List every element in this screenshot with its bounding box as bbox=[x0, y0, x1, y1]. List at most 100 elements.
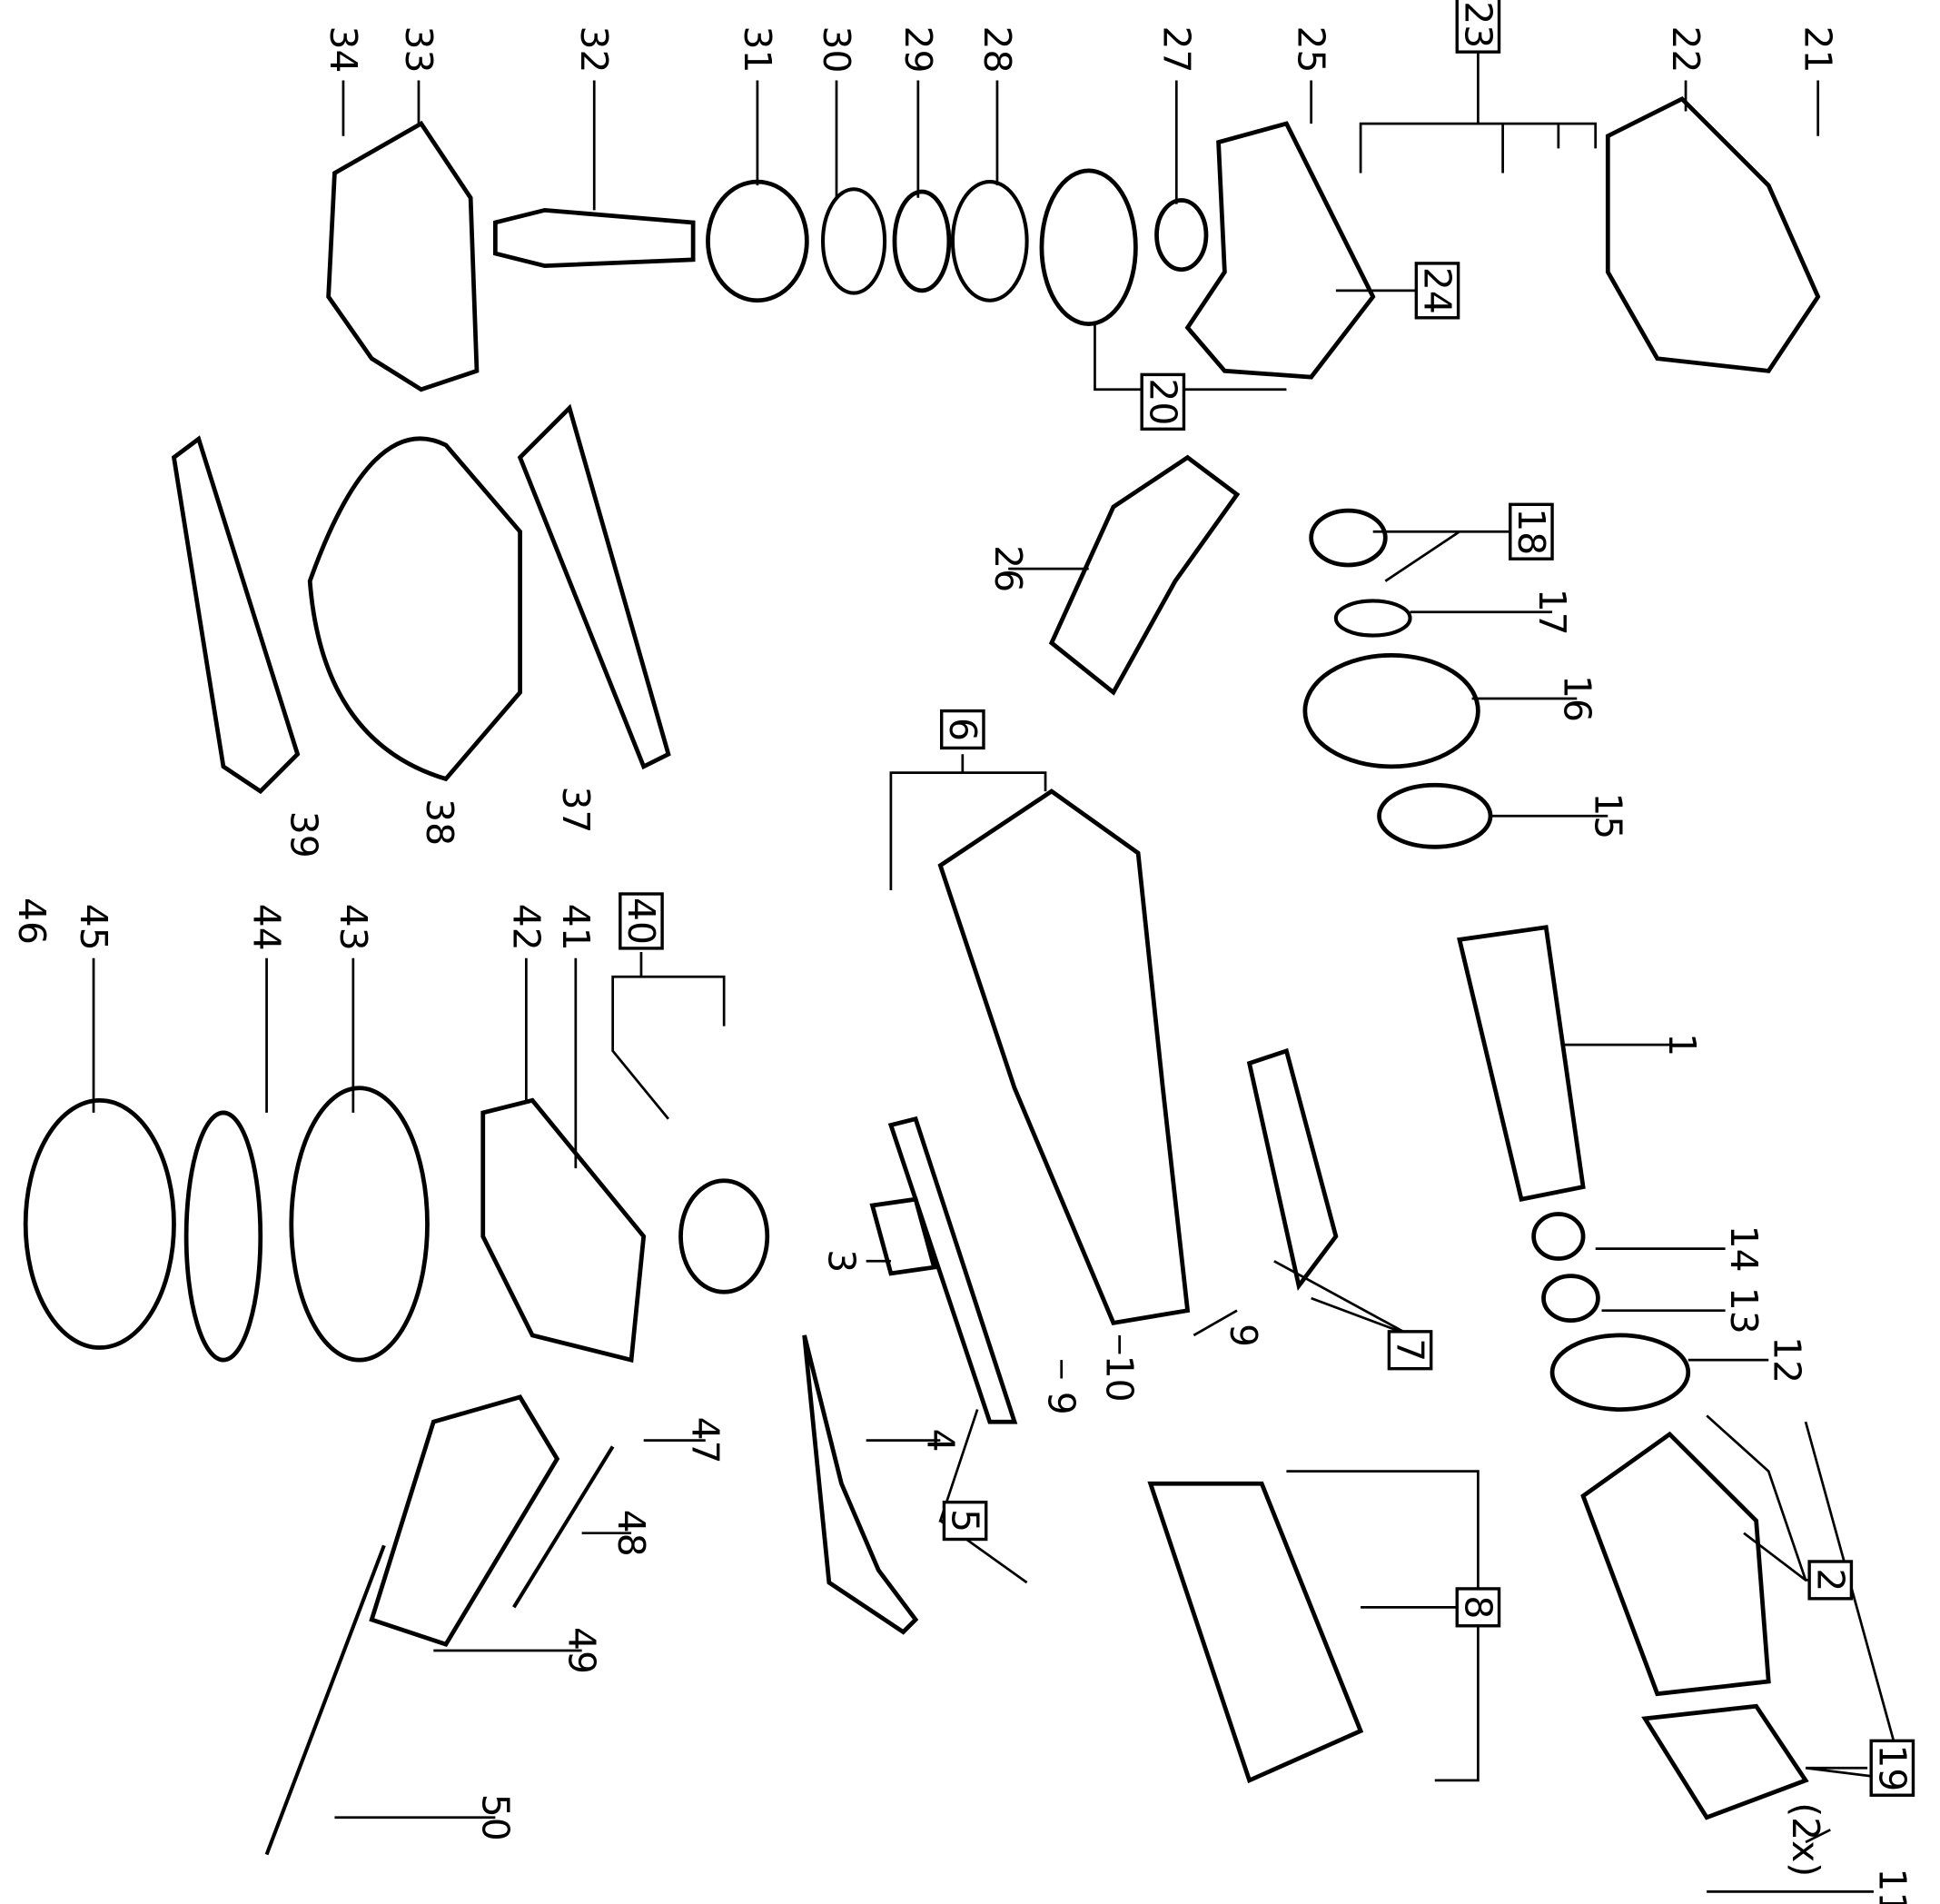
part-32-spindle bbox=[492, 207, 696, 269]
part-24-gear-housing bbox=[1184, 121, 1376, 380]
part-37-wrench bbox=[517, 403, 671, 770]
boxed-callout: 20 bbox=[1140, 372, 1186, 431]
callout: 38 bbox=[418, 798, 461, 846]
part-18-bearing bbox=[1309, 508, 1388, 568]
boxed-callout: 23 bbox=[1455, 0, 1501, 54]
callout-box bbox=[1455, 0, 1501, 54]
callout-number: 42 bbox=[504, 904, 548, 951]
callout-number: 30 bbox=[815, 25, 858, 73]
callout: 28 bbox=[975, 25, 1019, 73]
part-42-hood bbox=[480, 1097, 647, 1364]
part-43-guard-ring bbox=[289, 1086, 430, 1363]
part-20-bevel-gear bbox=[1039, 168, 1138, 326]
callout: 39 bbox=[282, 811, 325, 858]
callout-box bbox=[1414, 262, 1460, 320]
callout-number: 49 bbox=[560, 1627, 604, 1674]
boxed-callout: 5 bbox=[942, 1500, 988, 1542]
boxed-callout: 7 bbox=[1387, 1330, 1433, 1371]
callout: 33 bbox=[397, 25, 440, 73]
callout: 1 bbox=[1660, 1033, 1704, 1056]
part-14-bearing bbox=[1531, 1212, 1586, 1261]
part-41-ring bbox=[678, 1178, 770, 1294]
part-15-fan bbox=[1377, 782, 1493, 849]
boxed-callout: 8 bbox=[1455, 1587, 1501, 1628]
callout-number: 47 bbox=[684, 1417, 728, 1464]
callout-box bbox=[1807, 1560, 1854, 1601]
callout: (2x) bbox=[1784, 1802, 1827, 1877]
part-27-bearing bbox=[1154, 198, 1209, 273]
callout: 49 bbox=[560, 1627, 604, 1674]
part-8-motor-housing bbox=[1147, 1481, 1364, 1784]
part-33-flange bbox=[326, 120, 480, 392]
callout: 34 bbox=[322, 25, 365, 73]
callout-number: 31 bbox=[736, 25, 779, 73]
callout-number: 6 bbox=[941, 718, 985, 741]
callout-number: 33 bbox=[397, 25, 440, 73]
callout-number: 7 bbox=[1389, 1338, 1432, 1362]
part-31-bearing bbox=[706, 179, 809, 303]
callout-number: 24 bbox=[1415, 267, 1459, 314]
callout-number: 34 bbox=[322, 25, 365, 73]
part-50-bolt bbox=[264, 1544, 386, 1856]
callout: 47 bbox=[684, 1417, 728, 1464]
callout: 10 bbox=[1098, 1355, 1142, 1403]
callout: 26 bbox=[986, 545, 1030, 592]
callout-number: 20 bbox=[1141, 378, 1184, 425]
callout-number: 44 bbox=[245, 904, 289, 951]
callout-box bbox=[1869, 1739, 1915, 1797]
callout-number: 17 bbox=[1530, 589, 1574, 636]
callout: 22 bbox=[1664, 25, 1707, 73]
callout: 11 bbox=[1870, 1868, 1914, 1904]
callout: 16 bbox=[1555, 675, 1599, 722]
callout-number: 37 bbox=[554, 787, 598, 834]
callout-number: 3 bbox=[819, 1249, 863, 1273]
callout-number: 9 bbox=[1222, 1324, 1265, 1347]
callout: 17 bbox=[1530, 589, 1574, 636]
callout: 21 bbox=[1796, 25, 1840, 73]
callout: 9 bbox=[1040, 1392, 1084, 1415]
callout-number: 8 bbox=[1456, 1595, 1500, 1619]
part-30-circlip bbox=[820, 187, 887, 295]
callout: 46 bbox=[10, 897, 54, 945]
callout: 37 bbox=[554, 787, 598, 834]
callout-number: 19 bbox=[1870, 1744, 1914, 1791]
callout: 9 bbox=[1222, 1324, 1265, 1347]
boxed-callout: 40 bbox=[619, 892, 664, 950]
callout-number: 43 bbox=[332, 904, 375, 951]
part-28-ring bbox=[950, 180, 1029, 302]
callout: 44 bbox=[245, 904, 289, 951]
callout: 30 bbox=[815, 25, 858, 73]
boxed-callout: 2 bbox=[1807, 1560, 1854, 1601]
callout-number: 32 bbox=[572, 25, 616, 73]
callout-number: 41 bbox=[554, 904, 598, 951]
boxed-callout: 18 bbox=[1509, 502, 1554, 560]
part-16-bearing-plate bbox=[1302, 652, 1480, 769]
part-38-guard bbox=[307, 436, 522, 782]
callout-box bbox=[1140, 372, 1186, 431]
part-4-cable bbox=[802, 1334, 919, 1635]
boxed-callout: 24 bbox=[1414, 262, 1460, 320]
callout-box bbox=[1509, 502, 1554, 560]
callout: 15 bbox=[1586, 792, 1629, 839]
callout-number: 29 bbox=[896, 25, 940, 73]
callout-number: 4 bbox=[918, 1429, 962, 1453]
callout-number: 48 bbox=[609, 1510, 653, 1557]
callout: 48 bbox=[609, 1510, 653, 1557]
callout: 27 bbox=[1154, 25, 1198, 73]
callout: 4 bbox=[918, 1429, 962, 1453]
callout: 13 bbox=[1722, 1287, 1766, 1334]
callout-box bbox=[939, 709, 985, 750]
callout-number: 18 bbox=[1509, 508, 1553, 555]
part-17-oring bbox=[1333, 599, 1412, 638]
callout-number: 14 bbox=[1722, 1225, 1766, 1273]
callout-number: 12 bbox=[1766, 1336, 1809, 1383]
callout: 25 bbox=[1290, 25, 1333, 73]
callout-number: 38 bbox=[418, 798, 461, 846]
part-26-handle bbox=[1048, 454, 1241, 696]
part-49-side-handle bbox=[369, 1394, 560, 1648]
callout-number: 45 bbox=[72, 904, 115, 951]
callout: 50 bbox=[473, 1794, 517, 1841]
callout-number: 46 bbox=[10, 897, 54, 945]
